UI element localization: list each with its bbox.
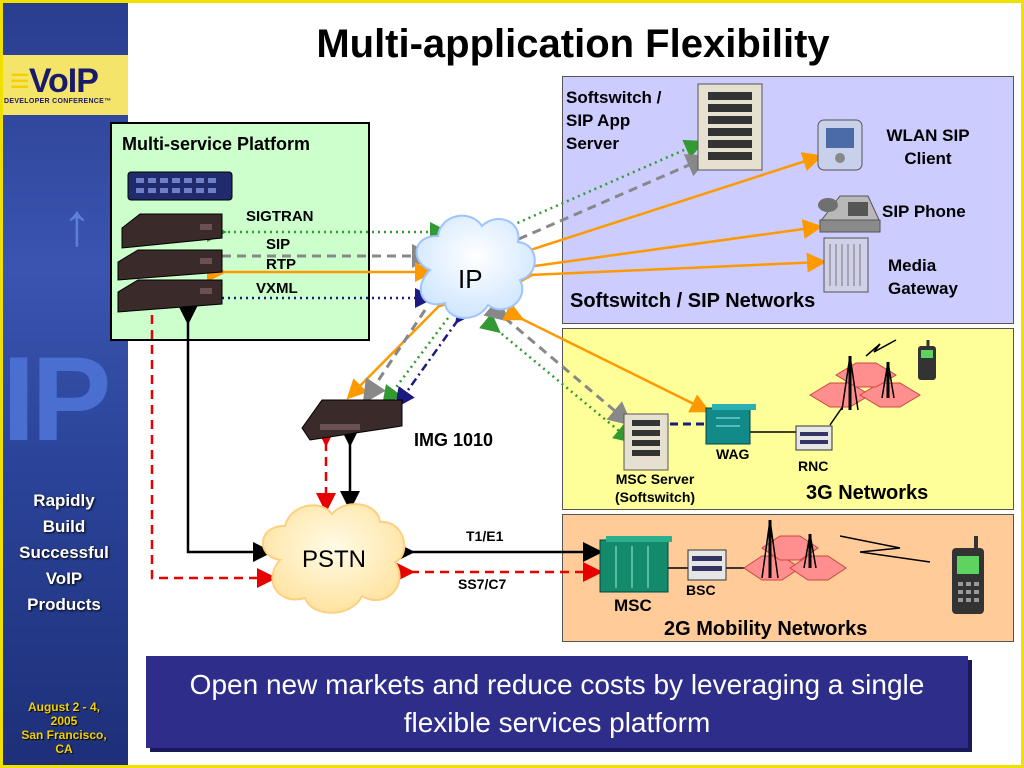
msc-server-label-line: (Softswitch) bbox=[614, 489, 696, 505]
ip-wlan-link bbox=[497, 152, 823, 270]
tagline-line: VoIP bbox=[45, 569, 83, 588]
event-dates: August 2 - 4, 2005 San Francisco, CA bbox=[0, 700, 128, 756]
img-1010-icon bbox=[301, 399, 403, 441]
msc-server-icon bbox=[623, 413, 669, 471]
2g-handset-icon bbox=[952, 536, 984, 614]
2g-radio-signal-icon bbox=[839, 535, 931, 563]
pstn-cloud-label: PSTN bbox=[302, 546, 367, 573]
platform-pstn-link bbox=[178, 305, 273, 562]
ip-softswitch-gray-link bbox=[483, 154, 711, 264]
tagline: Rapidly Build Successful VoIP Products bbox=[0, 488, 128, 618]
wlan-pda-icon bbox=[817, 119, 863, 171]
ip-softswitch-green-link bbox=[472, 139, 705, 251]
wag-icon bbox=[705, 404, 756, 445]
sip-label: SIP bbox=[266, 236, 291, 253]
date-line: 2005 bbox=[50, 714, 78, 728]
2g-network-title: 2G Mobility Networks bbox=[664, 618, 868, 640]
platform-pstn-ss7-link bbox=[142, 285, 277, 588]
media-gateway-label-line: Gateway bbox=[888, 279, 958, 298]
ip-wag-link bbox=[502, 302, 711, 413]
ip-cloud-label: IP bbox=[458, 264, 483, 294]
ip-img-green-link bbox=[382, 317, 449, 406]
t1e1-label: T1/E1 bbox=[466, 528, 504, 544]
ip-msc-server-green-link bbox=[479, 312, 634, 444]
sip-phone-label: SIP Phone bbox=[882, 202, 966, 221]
platform-servers-icon bbox=[117, 171, 233, 313]
date-line: CA bbox=[55, 742, 73, 756]
msc-label: MSC bbox=[614, 596, 652, 615]
sigtran-label: SIGTRAN bbox=[246, 208, 314, 225]
tagline-line: Products bbox=[27, 595, 101, 614]
vxml-label: VXML bbox=[256, 280, 298, 297]
ip-msc-server-gray-link bbox=[483, 297, 633, 426]
ip-gateway-link bbox=[514, 252, 827, 286]
bsc-label: BSC bbox=[686, 582, 716, 598]
date-line: August 2 - 4, bbox=[27, 700, 100, 714]
ip-img-orange-link bbox=[346, 287, 458, 400]
tagline-line: Build bbox=[42, 517, 86, 536]
softswitch-label: Softswitch / SIP App Server bbox=[566, 86, 661, 155]
ip-img-navy-link bbox=[395, 301, 475, 409]
logo-subtitle: DEVELOPER CONFERENCE™ bbox=[4, 98, 112, 105]
ip-img-gray-link bbox=[362, 309, 427, 405]
softswitch-server-icon bbox=[697, 83, 763, 171]
softswitch-label-line: Softswitch / bbox=[566, 88, 662, 107]
ss7-label: SS7/C7 bbox=[458, 576, 507, 592]
3g-handset-icon bbox=[918, 340, 936, 380]
tagline-line: Successful bbox=[19, 543, 109, 562]
2g-towers-icon bbox=[743, 519, 847, 581]
3g-towers-icon bbox=[809, 355, 921, 411]
wlan-label-line: WLAN SIP bbox=[886, 126, 970, 145]
rnc-label: RNC bbox=[798, 458, 829, 474]
sip-phone-icon bbox=[818, 195, 881, 233]
media-gateway-label-line: Media bbox=[888, 256, 937, 275]
msc-server-label: MSC Server (Softswitch) bbox=[602, 470, 708, 506]
up-arrow-icon: ↑ bbox=[62, 191, 92, 258]
msc-server-label-line: MSC Server bbox=[615, 471, 695, 487]
media-gateway-icon bbox=[823, 237, 869, 293]
platform-title: Multi-service Platform bbox=[122, 134, 311, 154]
wag-label: WAG bbox=[716, 446, 750, 462]
pstn-cloud bbox=[262, 503, 406, 614]
date-line: San Francisco, bbox=[21, 728, 107, 742]
3g-radio-signal-icon bbox=[865, 339, 897, 357]
softswitch-label-line: Server bbox=[566, 134, 619, 153]
sip-network-title: Softswitch / SIP Networks bbox=[570, 290, 816, 312]
slide-title: Multi-application Flexibility bbox=[316, 22, 830, 66]
background-ip-graphic: IP bbox=[2, 332, 111, 466]
3g-network-title: 3G Networks bbox=[806, 482, 929, 504]
summary-banner: Open new markets and reduce costs by lev… bbox=[146, 656, 968, 748]
ip-phone-link bbox=[503, 219, 823, 280]
sidebar: ↑ IP ≡VoIP DEVELOPER CONFERENCE™ Rapidly… bbox=[0, 0, 128, 768]
ip-cloud bbox=[415, 214, 536, 319]
wlan-label: WLAN SIP Client bbox=[868, 124, 988, 170]
bsc-icon bbox=[687, 549, 727, 581]
logo-background bbox=[0, 55, 128, 115]
msc-icon bbox=[599, 536, 672, 593]
wlan-label-line: Client bbox=[904, 149, 952, 168]
rnc-icon bbox=[795, 425, 833, 451]
rtp-label: RTP bbox=[266, 256, 296, 273]
voip-logo: ≡VoIP bbox=[10, 62, 99, 100]
softswitch-label-line: SIP App bbox=[566, 111, 631, 130]
media-gateway-label: Media Gateway bbox=[888, 254, 958, 300]
img-1010-label: IMG 1010 bbox=[414, 430, 494, 450]
tagline-line: Rapidly bbox=[33, 491, 95, 510]
